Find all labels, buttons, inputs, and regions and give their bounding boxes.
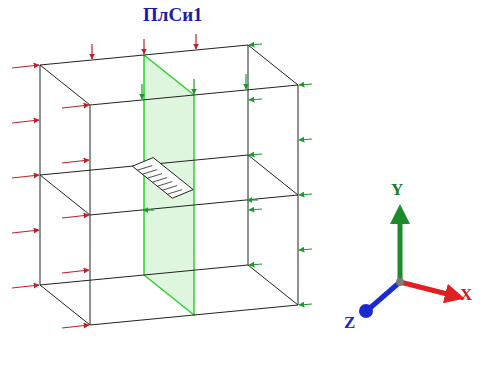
slab-hatch <box>157 182 172 187</box>
axis-label: Y <box>391 181 403 198</box>
plane-label: ПлСи1 <box>143 5 203 24</box>
model-edge <box>248 45 298 85</box>
model-edge <box>40 285 90 325</box>
axis-label: Z <box>344 314 355 331</box>
load-arrow <box>249 99 262 100</box>
load-arrow <box>299 304 312 305</box>
model-edge <box>90 195 298 215</box>
load-arrow <box>249 44 262 45</box>
load-arrow <box>249 209 262 210</box>
load-arrow <box>245 74 246 89</box>
load-arrow <box>91 44 92 59</box>
load-arrow <box>195 34 196 49</box>
model-edge <box>40 65 90 105</box>
slab-hatch <box>142 170 157 175</box>
load-arrow <box>62 105 89 108</box>
load-arrow <box>299 249 312 250</box>
slab-hatch <box>152 178 167 183</box>
load-arrow <box>62 215 89 218</box>
load-arrow <box>62 270 89 273</box>
model-edge <box>90 305 298 325</box>
load-arrow <box>193 79 194 94</box>
model-edge <box>40 265 248 285</box>
load-arrow <box>249 264 262 265</box>
load-arrow <box>62 160 89 163</box>
load-arrow <box>247 199 258 200</box>
load-arrow <box>12 175 39 178</box>
slab-hatch <box>137 166 152 171</box>
load-arrow <box>62 325 89 328</box>
load-arrow <box>12 120 39 123</box>
slab-hatch <box>147 174 162 179</box>
slab-hatch <box>162 186 177 191</box>
load-arrow <box>12 230 39 233</box>
load-arrow <box>143 39 144 54</box>
load-arrow <box>249 154 262 155</box>
load-arrow <box>299 139 312 140</box>
load-arrow <box>299 194 312 195</box>
load-arrow <box>299 84 312 85</box>
slab <box>132 158 193 199</box>
slab-hatch <box>167 190 182 195</box>
axis-triad <box>359 214 455 318</box>
load-arrow <box>141 84 142 99</box>
load-arrow <box>12 65 39 68</box>
model-edge <box>248 155 298 195</box>
load-arrow <box>143 209 154 210</box>
load-arrow <box>12 285 39 288</box>
model-edge <box>248 265 298 305</box>
model-edge <box>40 175 90 215</box>
axis-label: X <box>460 286 472 303</box>
